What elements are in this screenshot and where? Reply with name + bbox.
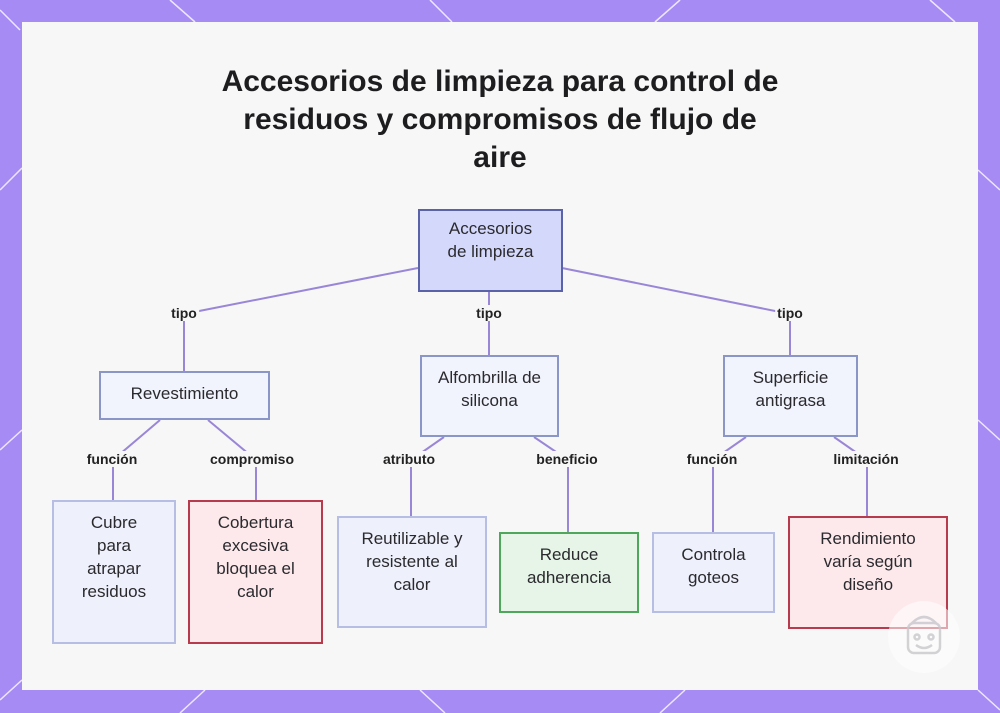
edge-label-limitacion: limitación [831,451,901,467]
edge-label-atributo: atributo [380,451,438,467]
node-cobertura-excesiva: Cobertura excesiva bloquea el calor [188,500,323,644]
edge-label-compromiso: compromiso [207,451,297,467]
node-reutilizable: Reutilizable y resistente al calor [337,516,487,628]
node-label: Alfombrilla de silicona [438,368,541,410]
node-root: Accesorios de limpieza [418,209,563,292]
edge-label-tipo: tipo [169,305,199,321]
brand-logo-icon [888,601,960,673]
edge-label-funcion: función [684,451,740,467]
node-label: Controla goteos [681,545,746,587]
edge-root-revestimiento [183,267,419,371]
node-label: Revestimiento [130,384,239,403]
node-label: Superficie antigrasa [752,368,829,410]
node-label: Cobertura excesiva bloquea el calor [216,513,295,601]
edge-label-funcion: función [84,451,140,467]
node-label: Accesorios de limpieza [447,219,534,261]
edge-label-tipo: tipo [775,305,805,321]
node-revestimiento: Revestimiento [99,371,270,420]
edge-alfombrilla-reutilizable [410,436,445,516]
diagram-title: Accesorios de limpieza para control de r… [221,65,779,174]
edge-superficie-rendimiento [833,436,868,516]
node-cubre-residuos: Cubre para atrapar residuos [52,500,176,644]
node-superficie-antigrasa: Superficie antigrasa [723,355,858,437]
node-controla-goteos: Controla goteos [652,532,775,613]
node-label: Rendimiento varía según diseño [820,529,916,594]
node-label: Reduce adherencia [526,545,612,587]
edge-label-tipo: tipo [474,305,504,321]
node-label: Reutilizable y resistente al calor [361,529,463,594]
edge-root-superficie [561,267,791,355]
node-reduce-adherencia: Reduce adherencia [499,532,639,613]
node-label: Cubre para atrapar residuos [81,513,147,601]
node-alfombrilla-silicona: Alfombrilla de silicona [420,355,559,437]
edge-label-beneficio: beneficio [534,451,600,467]
